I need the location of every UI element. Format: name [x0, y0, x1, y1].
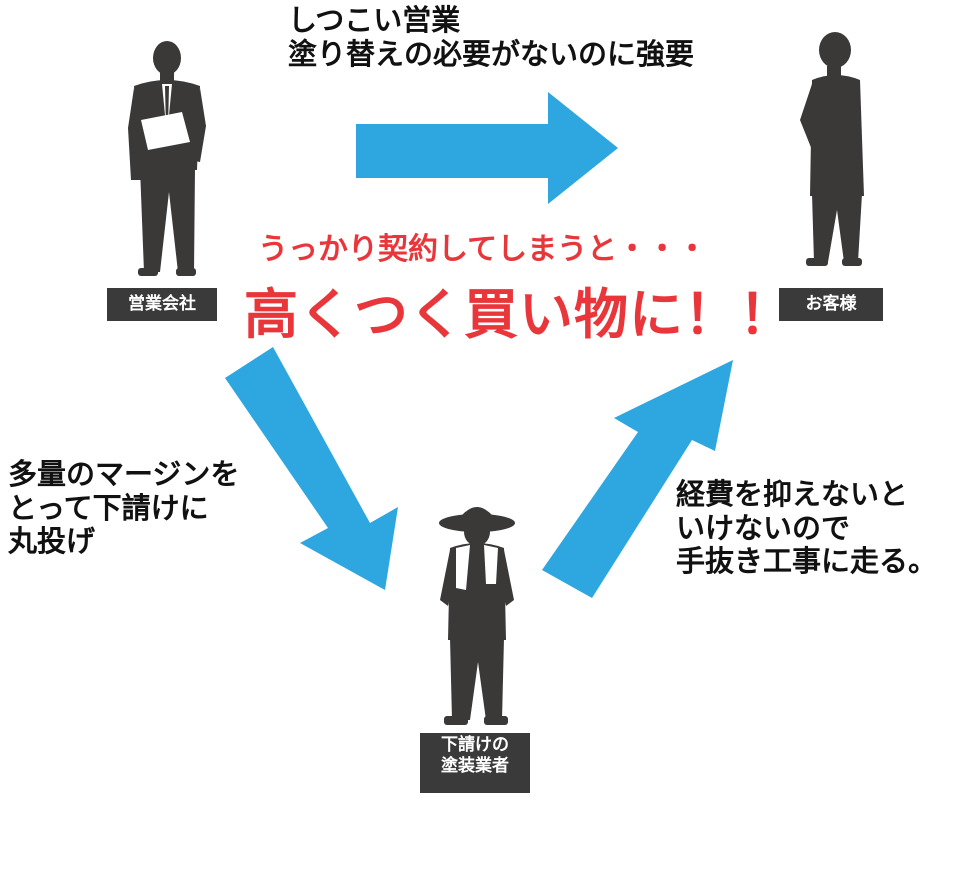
- customer-label-text: お客様: [805, 294, 857, 314]
- caption-line: 手抜き工事に走る。: [676, 544, 938, 579]
- caption-line: しつこい営業: [288, 3, 461, 37]
- warning-line-2: 高くつく買い物に！！: [244, 282, 794, 346]
- caption-sales-to-customer: しつこい営業 塗り替えの必要がないのに強要: [288, 3, 695, 71]
- subcontractor-label-line: 塗装業者: [441, 756, 509, 777]
- sales-company-label: 営業会社: [107, 288, 217, 321]
- arrow-sales-to-customer: [356, 92, 618, 204]
- warning-line-1: うっかり契約してしまうと・・・: [258, 232, 708, 267]
- caption-line: いけないので: [676, 510, 851, 545]
- caption-line: 丸投げ: [8, 524, 96, 559]
- caption-line: 多量のマージンを: [8, 457, 240, 491]
- subcontractor-label-line: 下請けの: [441, 735, 509, 755]
- arrow-sales-to-subcontractor: [225, 347, 398, 590]
- caption-line: 経費を抑えないと: [676, 477, 909, 511]
- arrow-subcontractor-to-customer: [542, 360, 733, 598]
- caption-subcontractor-to-customer: 経費を抑えないと いけないので 手抜き工事に走る。: [676, 477, 938, 579]
- caption-line: 塗り替えの必要がないのに強要: [288, 36, 695, 71]
- customer-label: お客様: [779, 288, 883, 321]
- painter-silhouette-icon: [439, 507, 515, 725]
- customer-silhouette-icon: [800, 32, 864, 266]
- sales-company-label-text: 営業会社: [128, 294, 196, 314]
- caption-sales-to-subcontractor: 多量のマージンを とって下請けに 丸投げ: [8, 457, 240, 559]
- caption-line: とって下請けに: [8, 490, 209, 525]
- businessman-silhouette-icon: [128, 41, 206, 276]
- subcontractor-label: 下請けの 塗装業者: [420, 733, 530, 793]
